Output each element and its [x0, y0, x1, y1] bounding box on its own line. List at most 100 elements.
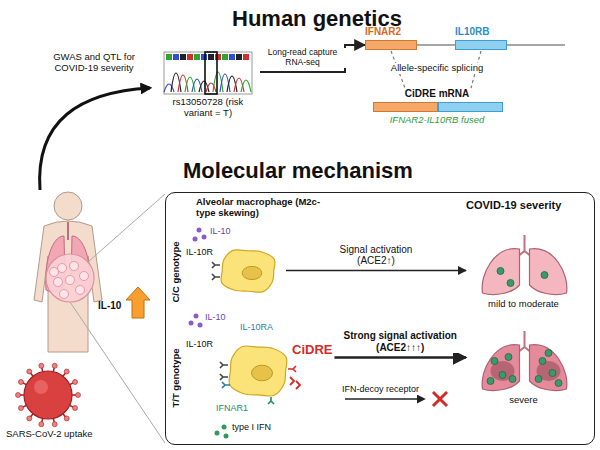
- node-sublabel: COVID-19 severity: [466, 199, 561, 212]
- sequence-chromatogram: rs13050728 (risk variant = T): [158, 50, 260, 121]
- il10-dot: [189, 321, 194, 326]
- illustration-shape: [212, 262, 220, 268]
- node-label: mild to moderate: [466, 299, 581, 310]
- lung: severe: [466, 331, 583, 408]
- node-label: IL10RB: [455, 26, 489, 38]
- illustration-shape: [208, 54, 214, 60]
- illustration-shape: [507, 280, 514, 287]
- alveoli-zoom: [46, 254, 94, 302]
- illustration-shape: [76, 393, 81, 398]
- illustration-shape: [222, 382, 230, 388]
- head: [54, 192, 82, 220]
- illustration-shape: [52, 363, 57, 368]
- illustration-shape: [242, 266, 262, 279]
- illustration-shape: [164, 52, 252, 94]
- node-label: Alveolar macrophage (M2c-type skewing): [196, 197, 321, 219]
- node-sublabel: IFNAR1: [216, 403, 248, 413]
- illustration-shape: [205, 52, 217, 94]
- illustration-shape: [27, 369, 32, 374]
- illustration-shape: [252, 365, 273, 381]
- sars-cov-2-virus: [16, 363, 81, 426]
- signal-arrow: [286, 270, 466, 272]
- illustration-shape: [288, 366, 296, 372]
- virus-body: [24, 371, 72, 419]
- illustration-shape: [80, 272, 89, 281]
- receptor-label: IL-10RA: [240, 322, 273, 332]
- genotype-label: T/T genotype: [171, 348, 182, 407]
- signal-arrow: [334, 356, 466, 359]
- illustration-shape: [173, 54, 179, 60]
- illustration-shape: [499, 372, 506, 379]
- zoom-line: [70, 302, 165, 443]
- process-note: Allele-specific splicing: [389, 63, 485, 74]
- virus-label: SARS-CoV-2 uptake: [6, 429, 93, 440]
- human-figure: [34, 192, 102, 352]
- body: [34, 221, 102, 352]
- node-label: severe: [466, 395, 581, 406]
- increase-arrow: [126, 287, 150, 318]
- illustration-shape: [487, 378, 494, 385]
- gwas-arrow: [40, 88, 150, 190]
- illustration-shape: [482, 345, 519, 391]
- genotype-label: C/C genotype: [171, 241, 182, 302]
- illustration-shape: [18, 379, 23, 384]
- illustration-shape: [52, 422, 57, 427]
- illustration-shape: [54, 278, 63, 287]
- illustration-shape: [482, 249, 519, 295]
- fused-mrna: CiDRE mRNAIFNAR2-IL10RB fused: [372, 88, 504, 128]
- node-label: IL-10R: [186, 339, 213, 349]
- illustration-shape: [491, 358, 498, 365]
- illustration-shape: [39, 363, 44, 368]
- edge-label: Long-read capture RNA-seq: [260, 48, 346, 68]
- illustration-shape: [76, 286, 85, 295]
- illustration-shape: [530, 345, 567, 391]
- illustration-shape: [222, 54, 228, 60]
- trachea: [67, 222, 69, 240]
- macrophage-cell: IL-10R: [186, 243, 286, 298]
- illustration-shape: [541, 272, 548, 279]
- illustration-shape: [64, 369, 69, 374]
- illustration-shape: [166, 54, 172, 60]
- ifn-dot: [224, 434, 229, 439]
- process-arrow: [260, 45, 365, 72]
- illustration-shape: [18, 406, 23, 411]
- illustration-shape: [39, 422, 44, 427]
- illustration-shape: [530, 249, 567, 295]
- zoom-line: [88, 194, 165, 262]
- node-label: IL-10R: [186, 247, 213, 257]
- illustration-shape: [241, 80, 251, 92]
- ifn-dots: [215, 425, 229, 439]
- illustration-shape: [539, 358, 546, 365]
- virus-highlight: [34, 380, 48, 394]
- illustration-shape: [439, 103, 503, 112]
- illustration-shape: [268, 397, 274, 404]
- illustration-shape: [243, 54, 249, 60]
- illustration-shape: [66, 276, 75, 285]
- edge-label: Signal activation (ACE2↑): [318, 244, 434, 267]
- illustration-shape: [180, 54, 186, 60]
- illustration-shape: [187, 54, 193, 60]
- illustration-shape: [220, 374, 228, 380]
- node-sublabel: CiDRE: [292, 343, 332, 358]
- illustration-shape: [221, 250, 275, 292]
- illustration-shape: [27, 416, 32, 421]
- illustration-shape: [50, 268, 59, 277]
- note-label: IFN-decoy receptor: [342, 384, 419, 394]
- cytokine-label: IL-10: [98, 300, 121, 312]
- il10-dot: [193, 237, 198, 242]
- ifn-dot: [222, 425, 227, 430]
- block-mark: [433, 392, 447, 406]
- illustration-shape: [374, 103, 438, 112]
- illustration-shape: [73, 379, 78, 384]
- illustration-shape: [229, 346, 287, 396]
- cytokine-label: IL-10: [210, 226, 231, 236]
- illustration-shape: [229, 54, 235, 60]
- illustration-shape: [194, 54, 200, 60]
- illustration-shape: [505, 354, 512, 361]
- lung: mild to moderate: [466, 235, 583, 312]
- gene-exon-box: IL10RB: [455, 26, 507, 51]
- illustration-shape: [58, 264, 67, 273]
- illustration-shape: [215, 54, 221, 60]
- node-sublabel: IFNAR2-IL10RB fused: [372, 115, 502, 126]
